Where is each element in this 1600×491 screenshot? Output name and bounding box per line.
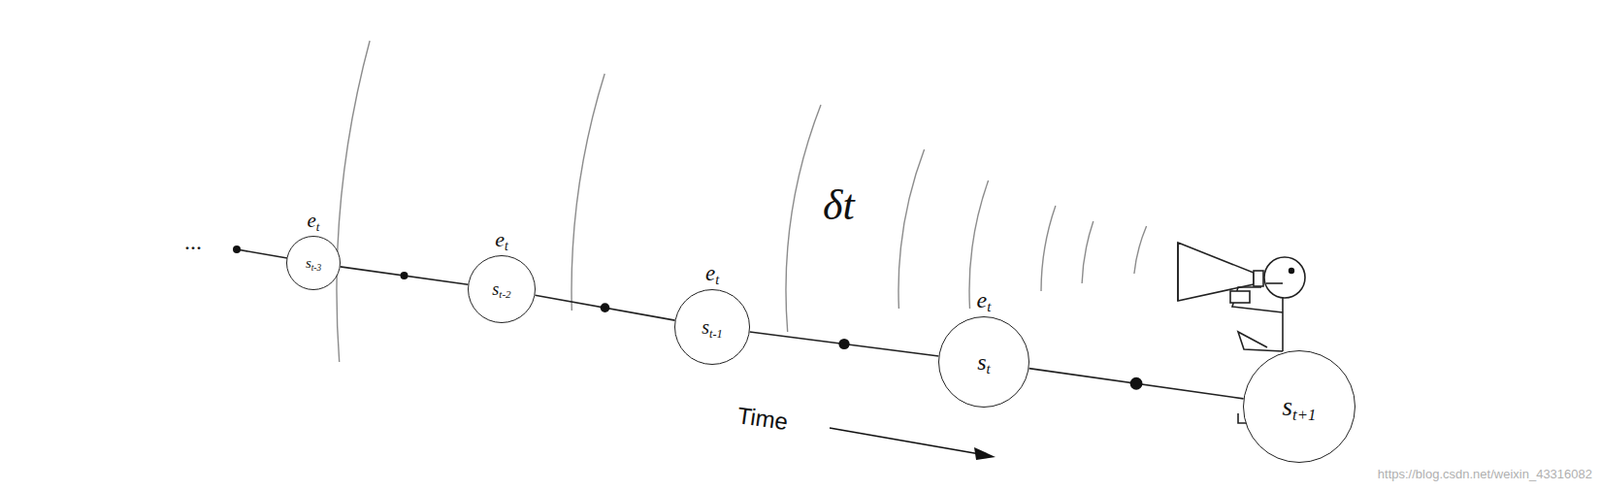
state-label: st-1 bbox=[701, 317, 723, 337]
wave-arc bbox=[898, 149, 925, 309]
wave-arc bbox=[571, 73, 605, 311]
state-label: st+1 bbox=[1282, 393, 1317, 421]
trace-label: et bbox=[494, 228, 509, 251]
trajectory-line bbox=[1029, 368, 1244, 399]
state-circle: etst-3 bbox=[286, 235, 341, 291]
trajectory-line bbox=[750, 331, 940, 357]
wave-arc bbox=[1041, 205, 1056, 292]
state-label: st-2 bbox=[491, 280, 511, 298]
ellipsis: ... bbox=[184, 228, 202, 256]
trace-label: et bbox=[977, 288, 992, 312]
td-error-label: δt bbox=[822, 180, 855, 230]
time-arrow bbox=[829, 427, 996, 460]
step-dot bbox=[232, 245, 241, 254]
wave-arc bbox=[336, 40, 370, 362]
time-label: Time bbox=[735, 401, 790, 436]
wave-arc bbox=[785, 104, 821, 332]
wave-arc bbox=[1081, 221, 1094, 284]
state-label: st-3 bbox=[305, 256, 322, 271]
state-circle: etst-2 bbox=[467, 255, 536, 324]
state-circle: etst bbox=[938, 316, 1030, 408]
trajectory-line bbox=[340, 266, 469, 285]
state-circle: etst-1 bbox=[674, 289, 751, 365]
state-circle: st+1 bbox=[1242, 350, 1356, 463]
state-label: st bbox=[977, 350, 990, 374]
trace-label: et bbox=[307, 210, 321, 231]
wave-arc bbox=[1134, 226, 1147, 274]
lead-line bbox=[236, 249, 288, 259]
trace-label: et bbox=[705, 261, 719, 285]
watermark: https://blog.csdn.net/weixin_43316082 bbox=[1377, 466, 1593, 482]
trajectory-line bbox=[534, 294, 675, 321]
